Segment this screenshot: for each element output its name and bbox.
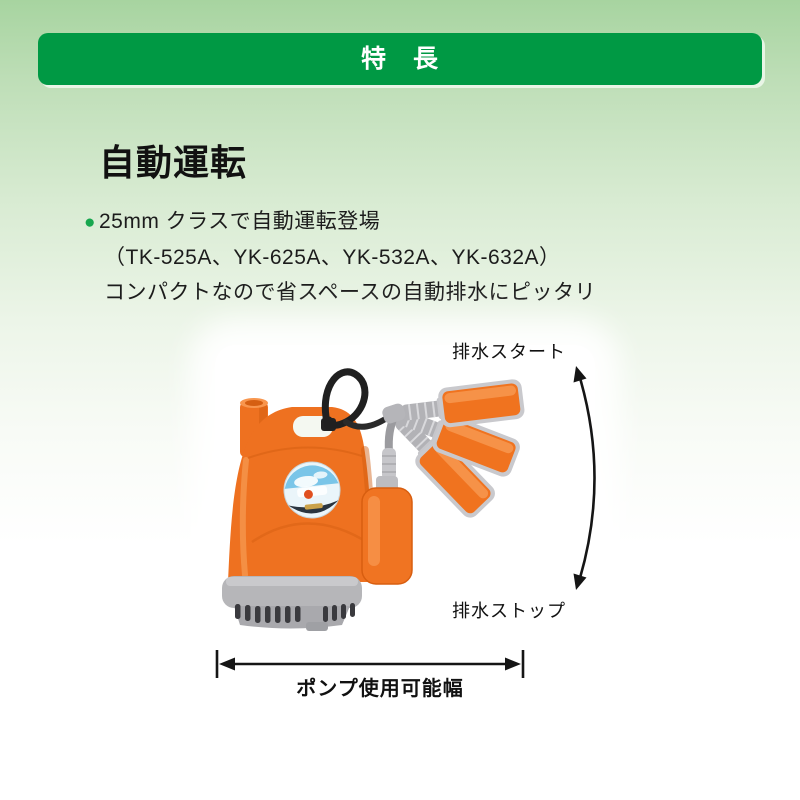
feature-line-1-row: ●25mm クラスで自動運転登場 (84, 204, 724, 240)
features-header-title: 特 長 (360, 45, 439, 73)
drain-start-label: 排水スタート (452, 342, 566, 362)
pump-illustration (215, 366, 596, 678)
pump-base (222, 576, 362, 631)
bullet-icon: ● (84, 212, 96, 233)
power-cord (321, 368, 406, 431)
section-heading: 自動運転 (99, 142, 248, 183)
pump-label-sticker (283, 461, 341, 519)
swing-range-arrow-icon (573, 366, 596, 590)
float-position-high (399, 379, 525, 428)
feature-line-1: 25mm クラスで自動運転登場 (98, 210, 381, 233)
feature-line-3: コンパクトなので省スペースの自動排水にピッタリ (104, 281, 596, 304)
feature-text-block: ●25mm クラスで自動運転登場 （TK-525A、YK-625A、YK-532… (84, 204, 724, 310)
features-header-bar: 特 長 (38, 33, 762, 85)
usable-width-label: ポンプ使用可能幅 (296, 678, 464, 700)
feature-line-2: （TK-525A、YK-625A、YK-532A、YK-632A） (104, 246, 561, 269)
pump-figure: 排水スタート 排水ストップ ポンプ使用可能幅 (0, 320, 800, 740)
pump-base-slots (235, 603, 355, 623)
width-range-arrow-icon (215, 650, 525, 678)
float-position-low (395, 415, 495, 518)
float-cable (382, 412, 398, 480)
float-switch-hanging (361, 476, 413, 585)
drain-stop-label: 排水ストップ (452, 601, 566, 621)
float-switch-positions (395, 410, 520, 518)
